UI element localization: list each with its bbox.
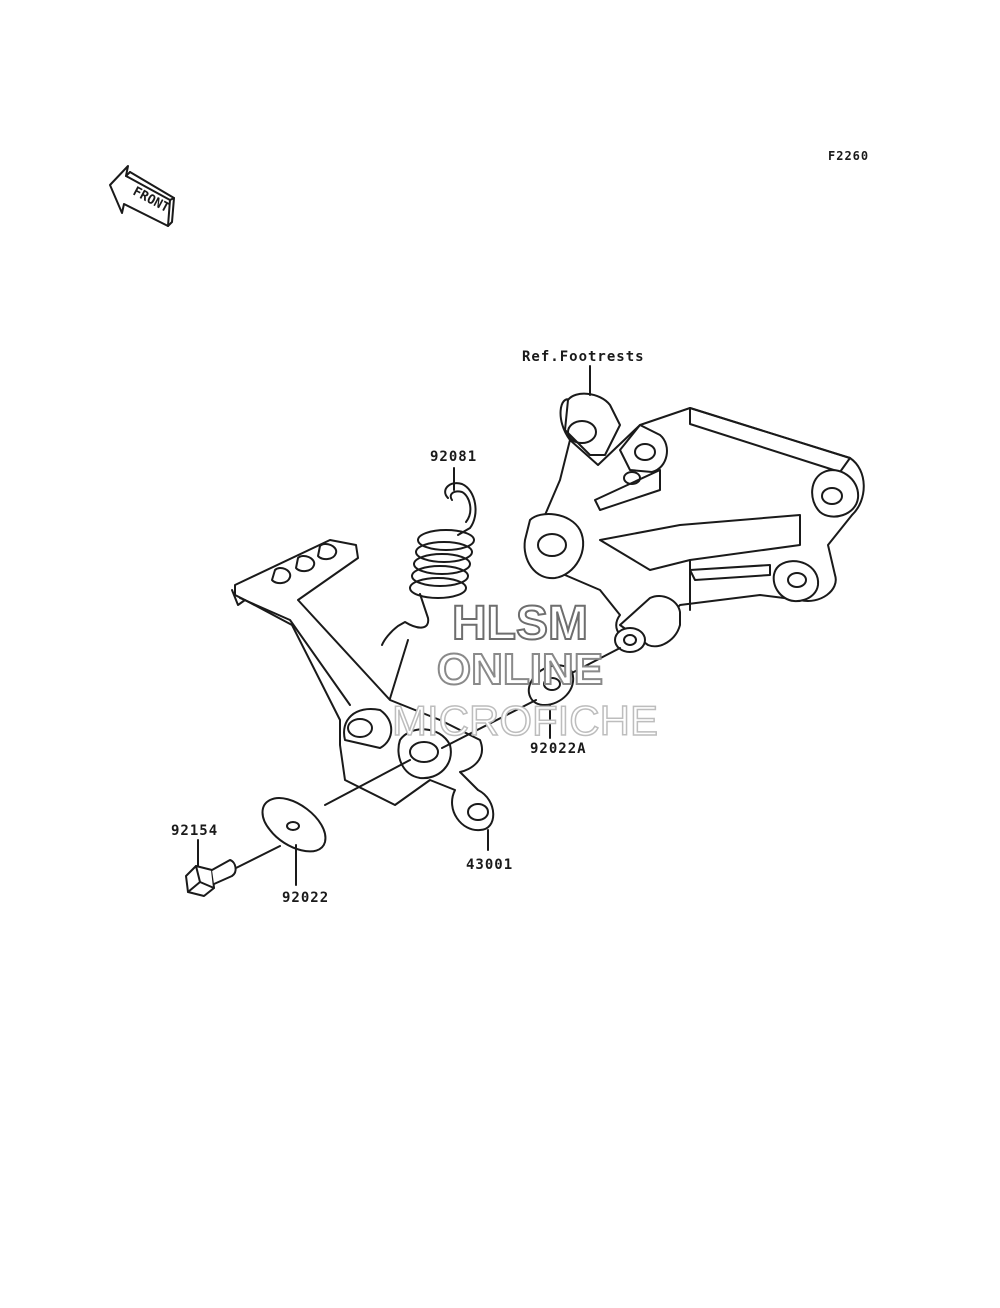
part-label-92022a[interactable]: 92022A: [530, 741, 587, 757]
part-label-92154[interactable]: 92154: [171, 823, 219, 839]
washer-92022: [261, 759, 411, 886]
ref-footrests-label: Ref.Footrests: [522, 349, 645, 365]
return-spring: [381, 467, 477, 706]
front-arrow-icon: [109, 165, 175, 227]
watermark-line-2: ONLINE: [436, 645, 604, 694]
watermark-line-3: MICROFICHE: [391, 697, 659, 744]
bolt-92154: [185, 839, 281, 897]
brake-pedal: [231, 539, 495, 851]
figure-code: F2260: [828, 149, 870, 163]
washer-92022a: [441, 647, 621, 749]
part-label-92022[interactable]: 92022: [282, 890, 330, 906]
watermark-line-1: HLSM: [451, 597, 589, 650]
part-label-92081[interactable]: 92081: [430, 449, 478, 465]
footrest-bracket: [523, 365, 865, 653]
part-label-43001[interactable]: 43001: [466, 857, 514, 873]
